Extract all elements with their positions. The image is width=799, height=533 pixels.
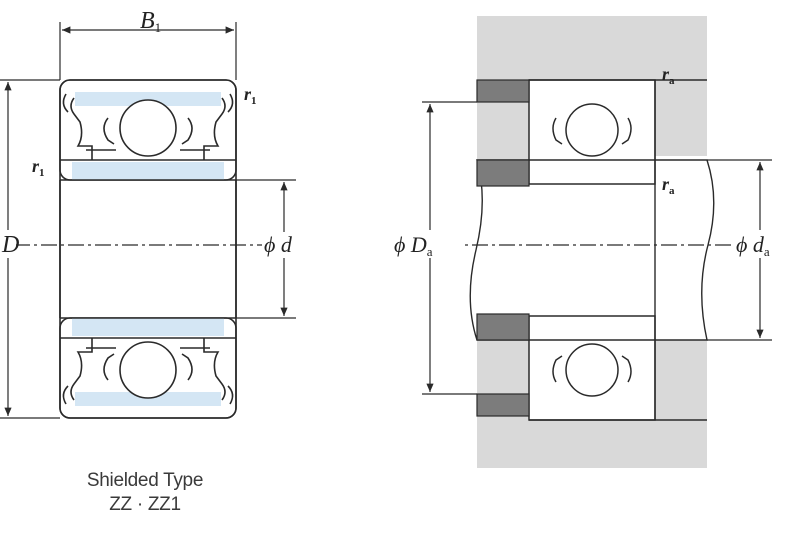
label-ra-mid: ra [662,174,675,197]
label-phi-Da: ϕ Da [394,232,433,259]
right-lower-ball [565,343,619,397]
spacer-top-inner [476,159,530,187]
label-phi-d: ϕ d [264,232,293,257]
caption-line-2: ZZ · ZZ1 [109,494,181,515]
label-B1: B1 [140,8,161,35]
caption-line-1: Shielded Type [86,470,204,491]
spacer-bottom-inner [476,313,530,341]
upper-ball [119,99,177,157]
label-ra-top: ra [662,64,675,87]
upper-left-shield [70,97,93,160]
dim-B1 [59,22,237,80]
right-upper-ball [565,103,619,157]
lower-ball [119,341,177,399]
label-D: D [1,232,19,258]
spacers [476,79,530,417]
label-r1-left: r1 [32,156,45,179]
left-bearing [59,79,237,419]
label-phi-da: ϕ da [736,232,770,259]
shaft-body [469,159,715,341]
spacer-top-outer [476,79,530,103]
shaft [469,159,715,341]
lower-left-shield [70,338,93,401]
right-bearing [528,79,656,421]
upper-right-shield [203,97,226,160]
upper-shield-band [75,92,221,106]
right-outlines [529,79,707,421]
spacer-bottom-outer [476,393,530,417]
lower-shield-band [75,392,221,406]
housing-top [477,16,707,80]
lower-inner-band [72,318,224,336]
label-r1-top: r1 [244,84,257,107]
lower-right-shield [203,338,226,401]
upper-inner-band [72,162,224,180]
